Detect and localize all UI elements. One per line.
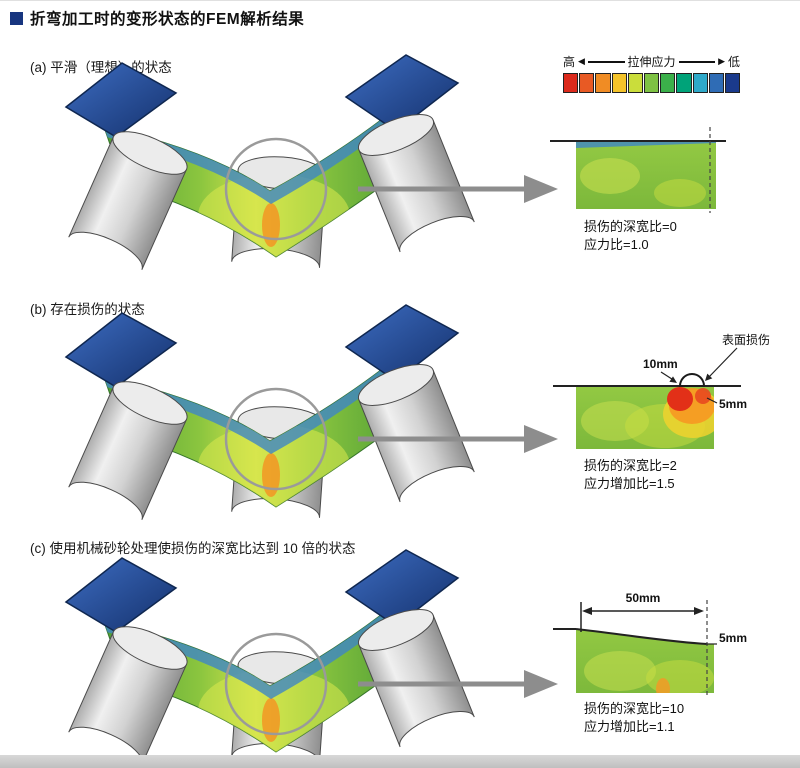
legend-color-bar <box>563 73 741 93</box>
fem-illustration-b <box>58 291 568 541</box>
dim-50mm-label: 50mm <box>626 591 661 605</box>
legend-color-cell <box>595 73 611 93</box>
dim-5mm-label: 5mm <box>719 397 747 411</box>
legend-color-cell <box>643 73 660 93</box>
stress-legend: 高 ◀ 拉伸应力 ▶ 低 <box>563 53 741 93</box>
surface-damage-label: 表面损伤 <box>722 333 770 347</box>
caption-c-line2: 应力增加比=1.1 <box>584 719 675 734</box>
caption-b-line2: 应力增加比=1.5 <box>584 476 675 491</box>
caption-a: 损伤的深宽比=0 应力比=1.0 <box>584 218 677 254</box>
page-title: 折弯加工时的变形状态的FEM解析结果 <box>30 11 305 28</box>
dim-arrowhead-right <box>694 607 704 615</box>
detail-view-c: 50mm 5mm <box>553 591 747 696</box>
legend-color-cell <box>724 73 741 93</box>
detail-view-b: 10mm 表面损伤 5mm <box>553 333 770 449</box>
arrow-right-icon: ▶ <box>718 56 725 66</box>
legend-low-label: 低 <box>728 55 741 69</box>
legend-color-cell <box>579 73 595 93</box>
surface-notch <box>678 373 706 387</box>
legend-color-cell <box>660 73 676 93</box>
page-header: 折弯加工时的变形状态的FEM解析结果 <box>10 7 304 29</box>
dim-10mm-label: 10mm <box>643 357 678 371</box>
title-bullet-icon <box>10 11 23 25</box>
caption-a-line1: 损伤的深宽比=0 <box>584 219 677 234</box>
legend-color-cell <box>692 73 708 93</box>
legend-high-label: 高 <box>563 55 576 69</box>
legend-title: 拉伸应力 <box>627 55 676 69</box>
legend-line <box>587 60 625 63</box>
legend-color-cell <box>627 73 643 93</box>
legend-color-cell <box>563 73 579 93</box>
bottom-divider <box>0 755 800 768</box>
section-b-label: (b) 存在损伤的状态 <box>30 302 145 317</box>
caption-b: 损伤的深宽比=2 应力增加比=1.5 <box>584 457 677 493</box>
legend-color-cell <box>708 73 724 93</box>
leader-arrowhead <box>705 373 713 381</box>
dim-5mm-label: 5mm <box>719 631 747 645</box>
legend-line <box>678 60 716 63</box>
ground-surface-profile <box>575 628 708 645</box>
detail-view-a <box>550 127 726 213</box>
section-c-label: (c) 使用机械砂轮处理使损伤的深宽比达到 10 倍的状态 <box>30 541 356 556</box>
caption-a-line2: 应力比=1.0 <box>584 237 649 252</box>
legend-color-cell <box>676 73 692 93</box>
caption-b-line1: 损伤的深宽比=2 <box>584 458 677 473</box>
stress-red-zone <box>667 387 693 411</box>
fem-illustration-c <box>58 536 568 768</box>
leader-arrowhead <box>669 376 677 383</box>
arrow-left-icon: ◀ <box>578 56 585 66</box>
fem-illustration-a <box>58 41 568 291</box>
dim-arrowhead-left <box>582 607 592 615</box>
caption-c: 损伤的深宽比=10 应力增加比=1.1 <box>584 700 684 736</box>
legend-header: 高 ◀ 拉伸应力 ▶ 低 <box>563 53 740 70</box>
legend-color-cell <box>611 73 627 93</box>
caption-c-line1: 损伤的深宽比=10 <box>584 701 685 716</box>
